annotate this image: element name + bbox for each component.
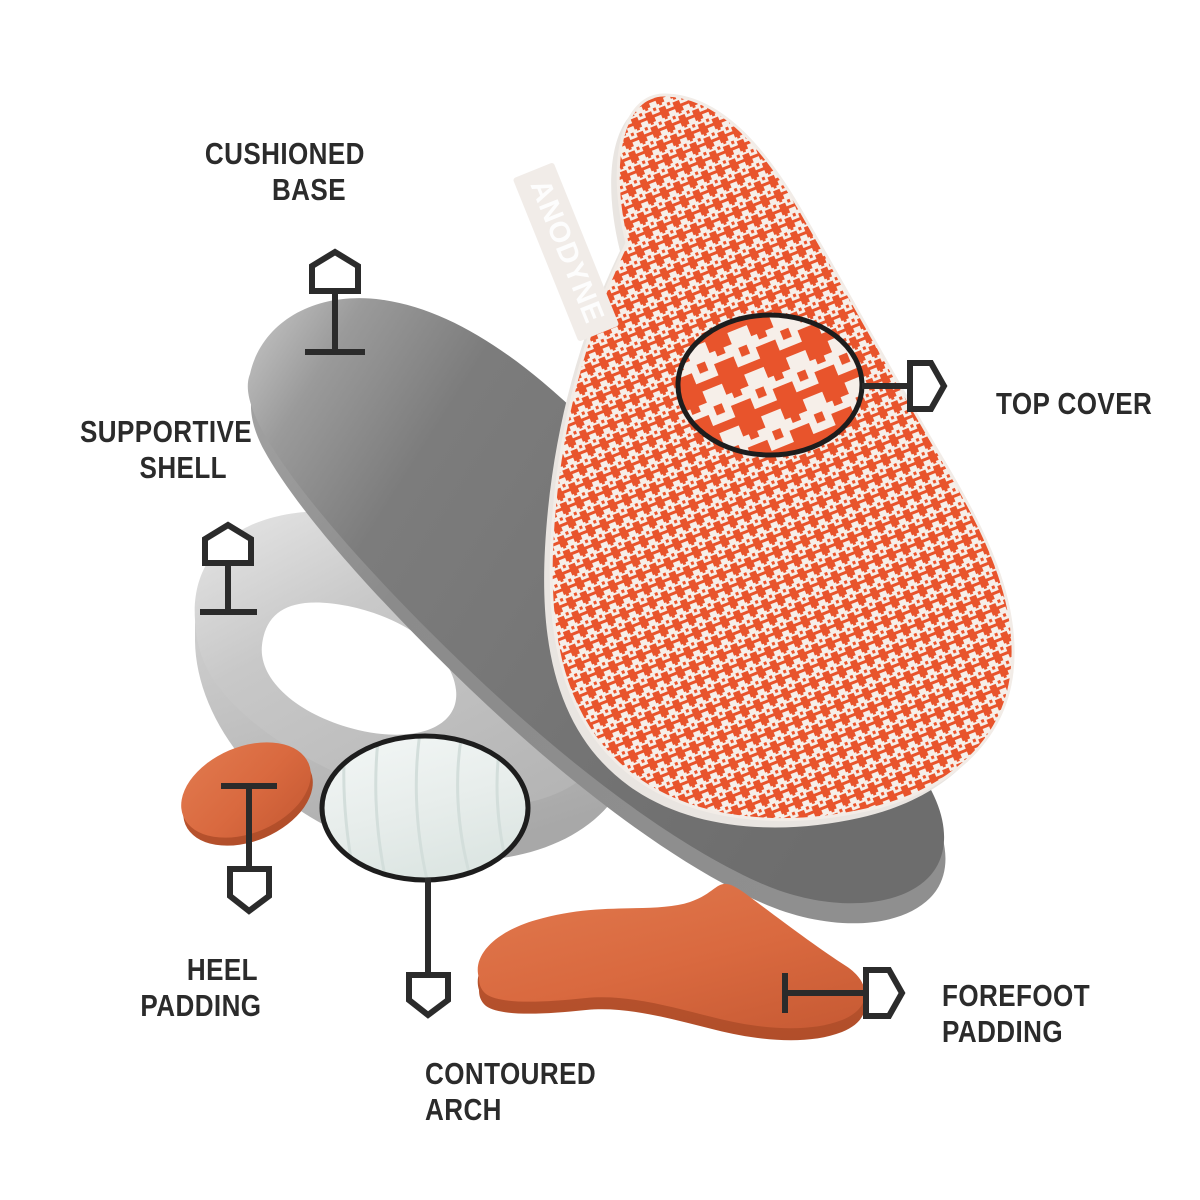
callout-marker-supportive-shell[interactable] [200, 521, 257, 615]
forefoot-pad [477, 883, 866, 1041]
label-contoured-arch: CONTOURED ARCH [425, 1056, 597, 1127]
callout-marker-contoured-arch[interactable] [406, 878, 451, 1019]
brand-ribbon [513, 163, 619, 341]
top-cover-insole [513, 93, 1015, 828]
callout-marker-top-cover[interactable] [862, 360, 948, 412]
callout-marker-heel-padding[interactable] [221, 783, 277, 915]
label-supportive-shell: SUPPORTIVE SHELL [80, 414, 253, 485]
callout-marker-forefoot-padding[interactable] [782, 967, 906, 1019]
callout-marker-cushioned-base[interactable] [305, 248, 365, 355]
label-cushioned-base: CUSHIONED BASE [204, 136, 365, 207]
label-heel-padding: HEEL PADDING [140, 952, 262, 1023]
label-forefoot-padding: FOREFOOT PADDING [942, 978, 1091, 1049]
top-cover-magnifier [675, 312, 865, 458]
label-top-cover: TOP COVER [996, 386, 1153, 421]
